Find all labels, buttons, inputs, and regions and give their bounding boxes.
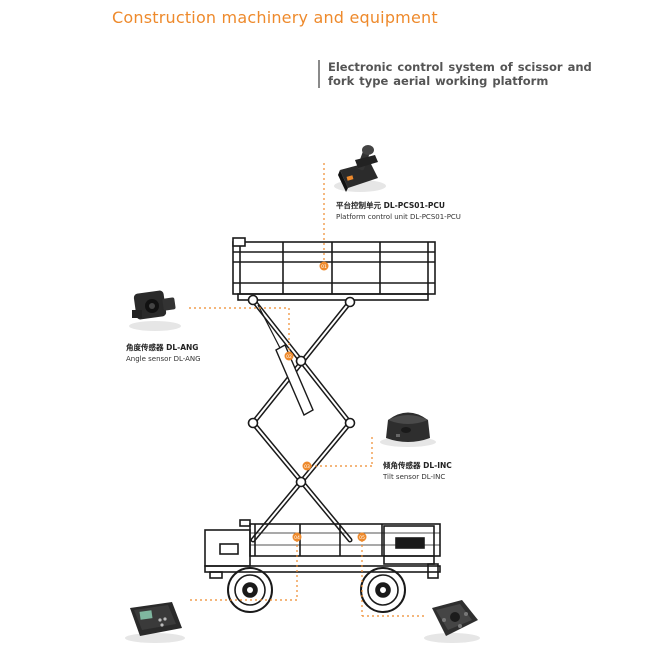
marker-05: 05 [357,532,367,542]
wheels [227,567,406,613]
svg-text:01: 01 [321,264,327,270]
label-ang-en: Angle sensor DL-ANG [126,355,201,363]
joystick-icon [334,145,386,192]
scissor-arms [250,297,353,543]
svg-text:05: 05 [359,535,365,541]
marker-04: 04 [292,532,302,542]
platform-basket [232,237,436,301]
label-inc: 倾角传感器 DL-INC Tilt sensor DL-INC [383,460,452,481]
svg-text:03: 03 [304,464,310,470]
scissor-arms-inner [252,299,351,541]
page-title: Construction machinery and equipment [112,8,438,27]
angle-sensor-icon [129,290,181,331]
label-pcu: 平台控制单元 DL-PCS01-PCU Platform control uni… [336,200,461,221]
label-pcu-cn: 平台控制单元 DL-PCS01-PCU [336,201,445,210]
load-sensor-icon [424,600,480,643]
tilt-sensor-icon [380,412,436,447]
hydraulic-cylinder [257,304,314,416]
pivot-joints [247,294,356,488]
marker-02: 02 [284,351,294,361]
marker-01: 01 [319,261,329,271]
label-inc-cn: 倾角传感器 DL-INC [383,461,452,470]
svg-text:02: 02 [286,354,292,360]
label-ang: 角度传感器 DL-ANG Angle sensor DL-ANG [126,342,201,363]
marker-03: 03 [302,461,312,471]
controller-module-icon [125,602,185,643]
subtitle-block: Electronic control system of scissor and… [318,60,618,88]
page-subtitle: Electronic control system of scissor and… [328,60,592,88]
leader-lines [188,163,425,617]
chassis [204,519,441,579]
label-inc-en: Tilt sensor DL-INC [383,473,446,481]
svg-text:04: 04 [294,535,300,541]
label-pcu-en: Platform control unit DL-PCS01-PCU [336,213,461,221]
label-ang-cn: 角度传感器 DL-ANG [126,343,199,352]
